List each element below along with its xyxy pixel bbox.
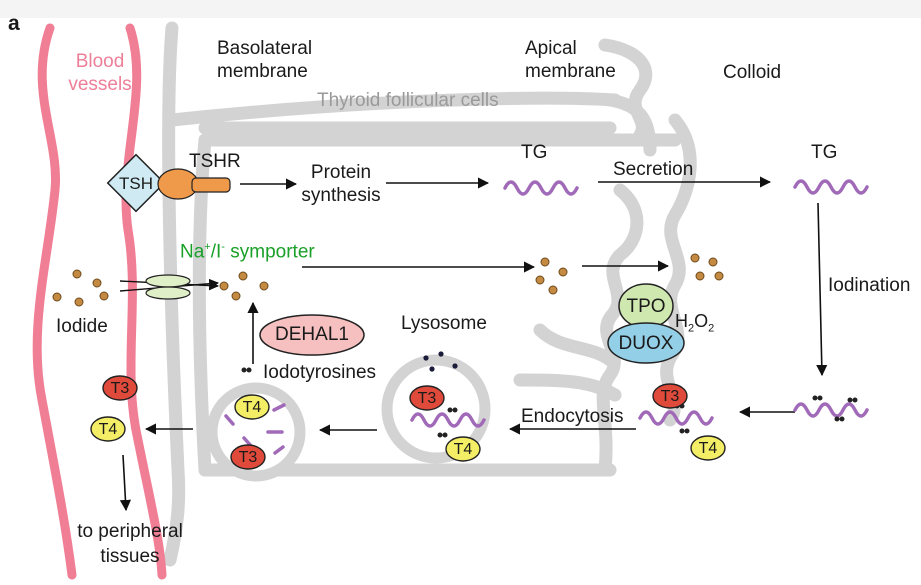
peripheral-label-line1: to peripheral [77,521,183,542]
secretion-label: Secretion [613,159,694,180]
tg-colloid-label: TG [811,142,838,163]
t3-endosome-label: T3 [238,449,258,466]
lysosome-vesicle [381,354,491,464]
panel-label: a [8,12,20,35]
t4-endosome-label: T4 [242,399,262,416]
blood-vessels-label-line2: vessels [68,74,132,95]
t4-apical-label: T4 [698,440,718,457]
lysosome-label: Lysosome [401,313,487,334]
tg-fragments [224,403,286,455]
hormone-ovals [90,375,726,470]
dehal1-label: DEHAL1 [275,324,349,345]
iodide-dots [52,253,724,307]
symporter-label: Na+/I- symporter [180,241,315,263]
t3-apical-label: T3 [660,388,680,405]
na-i-symporter [145,274,191,300]
peripheral-label-line2: tissues [100,546,160,567]
apical-label-line1: Apical [525,38,577,59]
pathway-arrows [119,176,828,512]
t4-lysosome-label: T4 [453,441,473,458]
h2o2-label: H2O2 [675,311,715,335]
apical-label-line2: membrane [525,61,616,82]
tg-cell-label: TG [521,142,548,163]
tpo-label: TPO [626,296,666,317]
blood-vessels-label-line1: Blood [75,51,125,72]
protein-synthesis-line1: Protein [310,162,372,183]
colloid-label: Colloid [723,62,782,83]
t4-blood-label: T4 [98,421,118,438]
t3-blood-label: T3 [110,380,130,397]
basolateral-label-line1: Basolateral [217,38,313,59]
iodide-label: Iodide [56,316,108,337]
iodination-label: Iodination [828,275,911,296]
basolateral-label-line2: membrane [217,61,308,82]
tshr-label: TSHR [189,151,241,172]
protein-synthesis-line2: synthesis [301,185,381,206]
blood-vessel-walls [32,23,167,580]
t3-lysosome-label: T3 [417,390,437,407]
tshr-receptor [157,168,231,200]
duox-enzyme [607,322,685,364]
lysosome-contents [423,351,458,372]
thyroid-cells-label: Thyroid follicular cells [317,90,499,111]
tsh-diamond [106,153,166,213]
tsh-label: TSH [119,174,153,193]
dehal1-enzyme [259,314,365,356]
iodotyrosines-label: Iodotyrosines [263,362,377,383]
duox-label: DUOX [618,333,674,354]
endocytosis-label: Endocytosis [521,406,624,427]
panel-background [0,18,921,585]
tg-squiggles [410,179,869,428]
